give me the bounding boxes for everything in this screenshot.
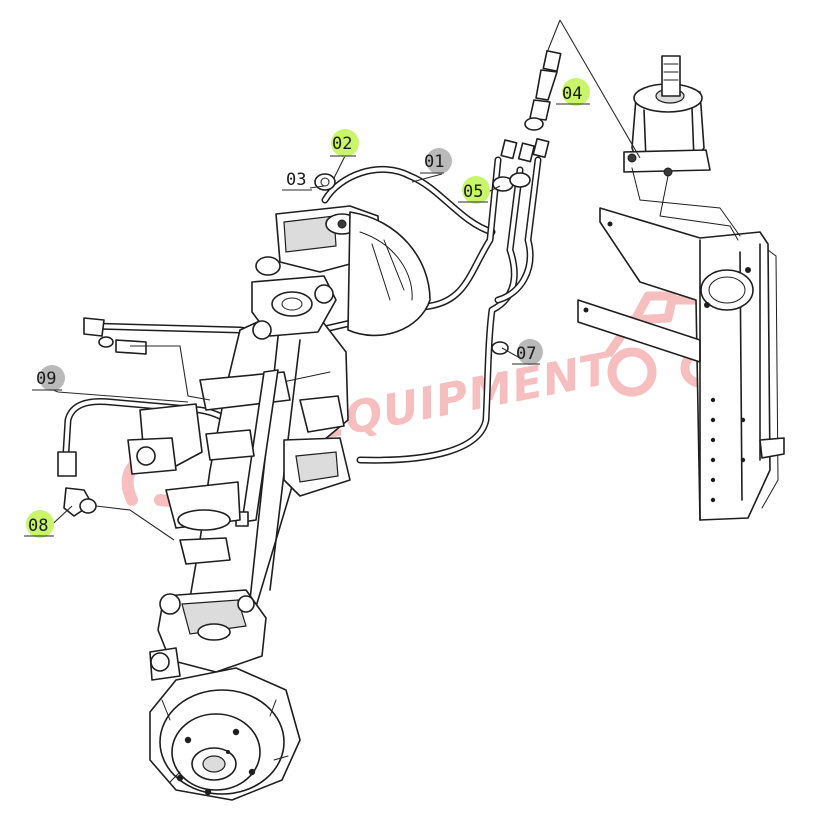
callout-02-badge xyxy=(331,129,359,157)
callout-04[interactable]: 04 xyxy=(556,78,590,106)
callout-03-badge xyxy=(288,166,312,190)
callout-05[interactable]: 05 xyxy=(458,176,490,204)
callout-09-label: 09 xyxy=(36,369,56,389)
callout-08-badge xyxy=(26,510,54,538)
callout-08-label: 08 xyxy=(28,516,48,536)
callout-04-badge xyxy=(562,78,590,106)
callout-07-badge xyxy=(517,339,543,365)
callout-01-label: 01 xyxy=(424,152,444,172)
callout-01-badge xyxy=(426,148,452,174)
callout-02-label: 02 xyxy=(332,134,352,154)
callout-09-badge xyxy=(39,365,65,391)
callout-09[interactable]: 09 xyxy=(32,365,65,391)
wheel-hub xyxy=(149,667,301,801)
callout-05-badge xyxy=(462,176,490,204)
steering-bracket xyxy=(577,207,785,521)
callout-03-label: 03 xyxy=(286,170,306,190)
watermark-text: EQUIPMENT xyxy=(310,343,617,451)
steering-unit xyxy=(623,55,741,241)
callout-01[interactable]: 01 xyxy=(420,148,452,174)
callout-08[interactable]: 08 xyxy=(24,510,54,538)
callout-04-label: 04 xyxy=(562,84,582,104)
callout-02[interactable]: 02 xyxy=(330,129,359,157)
callout-07-label: 07 xyxy=(516,344,536,364)
callout-07[interactable]: 07 xyxy=(512,339,543,365)
callout-03[interactable]: 03 xyxy=(282,166,312,191)
callout-05-label: 05 xyxy=(463,182,483,202)
front-axle-assembly xyxy=(127,205,431,801)
bracket-bolt-holes xyxy=(583,221,751,503)
